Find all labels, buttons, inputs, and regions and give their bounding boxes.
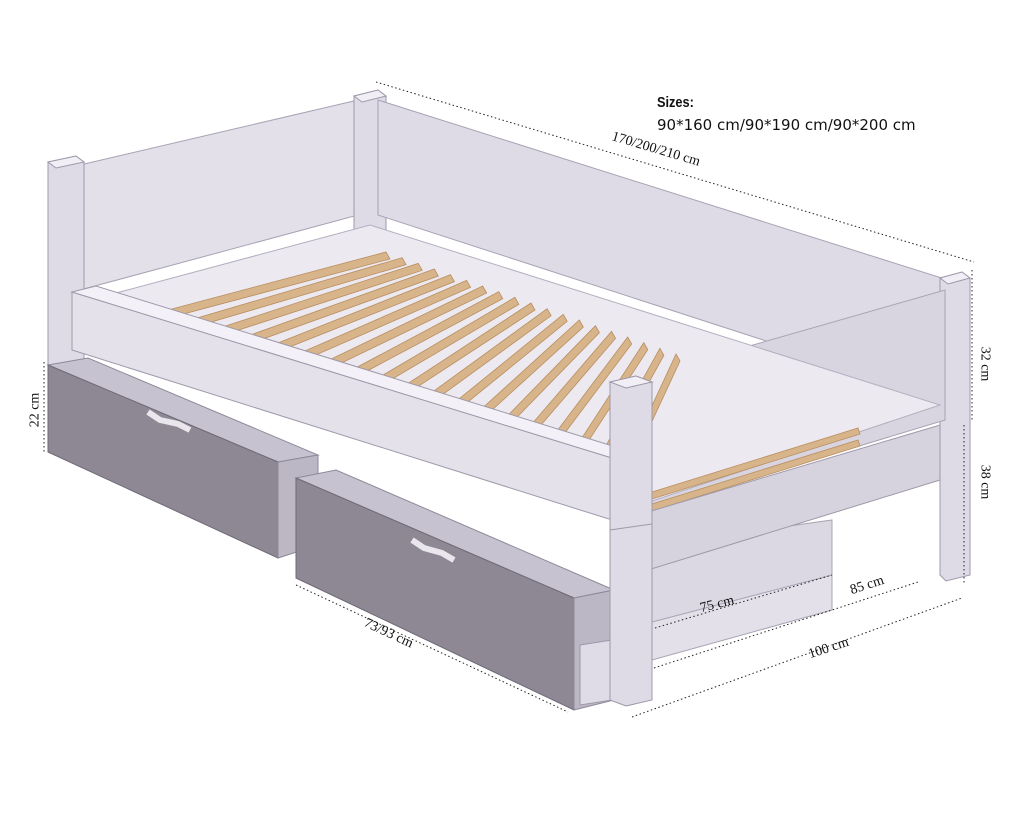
back-height-label: 32 cm [977,346,993,382]
length-dim-line [375,81,975,263]
leg-height-label: 38 cm [977,464,993,500]
drawer-height-label: 22 cm [27,392,43,428]
drawer-width-dim-line [654,574,833,629]
post-joint [609,523,653,531]
footboard-post-top [608,375,654,389]
drawer-2-handle [410,537,456,563]
footboard-post [609,375,653,707]
outer-width-dim-line [631,597,963,718]
back-right-post-top [938,271,972,285]
back-post-top [352,89,388,103]
sizes-title: Sizes: [657,94,694,111]
headboard-post-top [46,155,86,169]
dimension-lines [43,81,975,718]
base-front-panel [579,639,613,706]
sizes-values: 90*160 cm/90*190 cm/90*200 cm [657,116,916,134]
drawer-1-handle [146,409,192,433]
